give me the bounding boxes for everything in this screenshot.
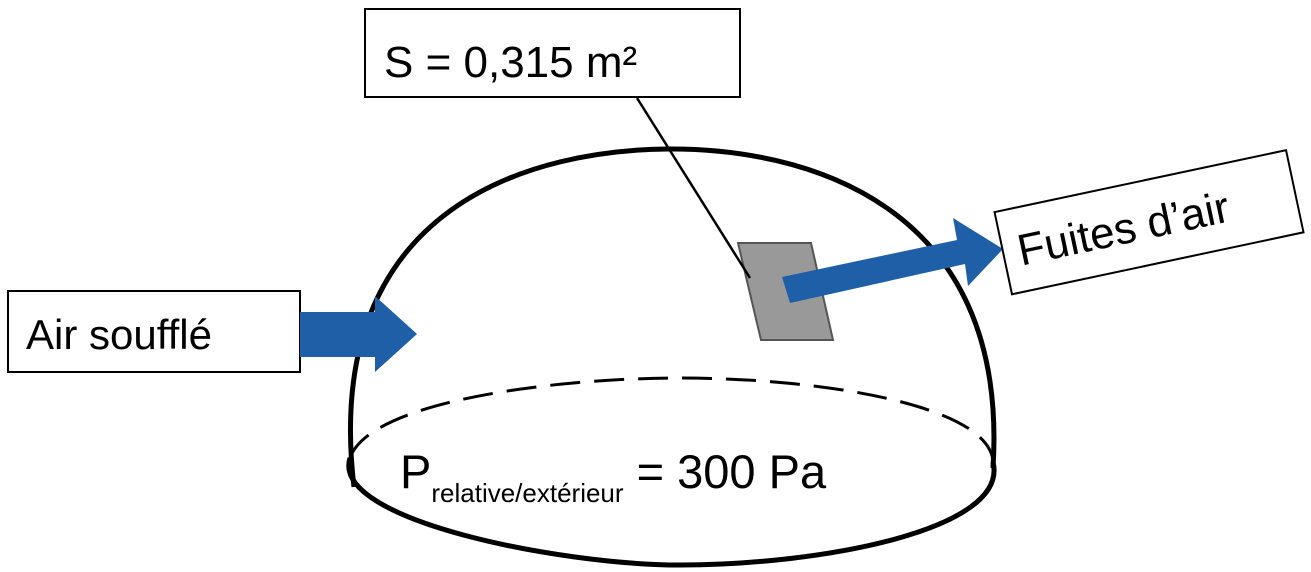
surface-leader-line — [635, 97, 752, 279]
surface-label: S = 0,315 m² — [384, 38, 637, 87]
air-in-label: Air soufflé — [26, 311, 212, 358]
air-in-arrow — [300, 296, 417, 372]
pressure-symbol: P — [400, 445, 431, 498]
dome-base-back — [348, 376, 995, 463]
pressure-value: = 300 Pa — [624, 445, 827, 498]
pressure-label: Prelative/extérieur = 300 Pa — [400, 445, 827, 508]
pressure-subscript: relative/extérieur — [431, 478, 624, 508]
dome-base-front — [346, 457, 997, 568]
dome-outline — [348, 146, 997, 488]
leak-patch — [736, 242, 835, 341]
leaks-label-group: Fuites d’air — [993, 148, 1305, 296]
leak-arrow — [782, 218, 1003, 303]
air-in-label-box — [7, 290, 301, 373]
leaks-label-box — [993, 148, 1305, 296]
surface-label-box — [364, 8, 741, 98]
